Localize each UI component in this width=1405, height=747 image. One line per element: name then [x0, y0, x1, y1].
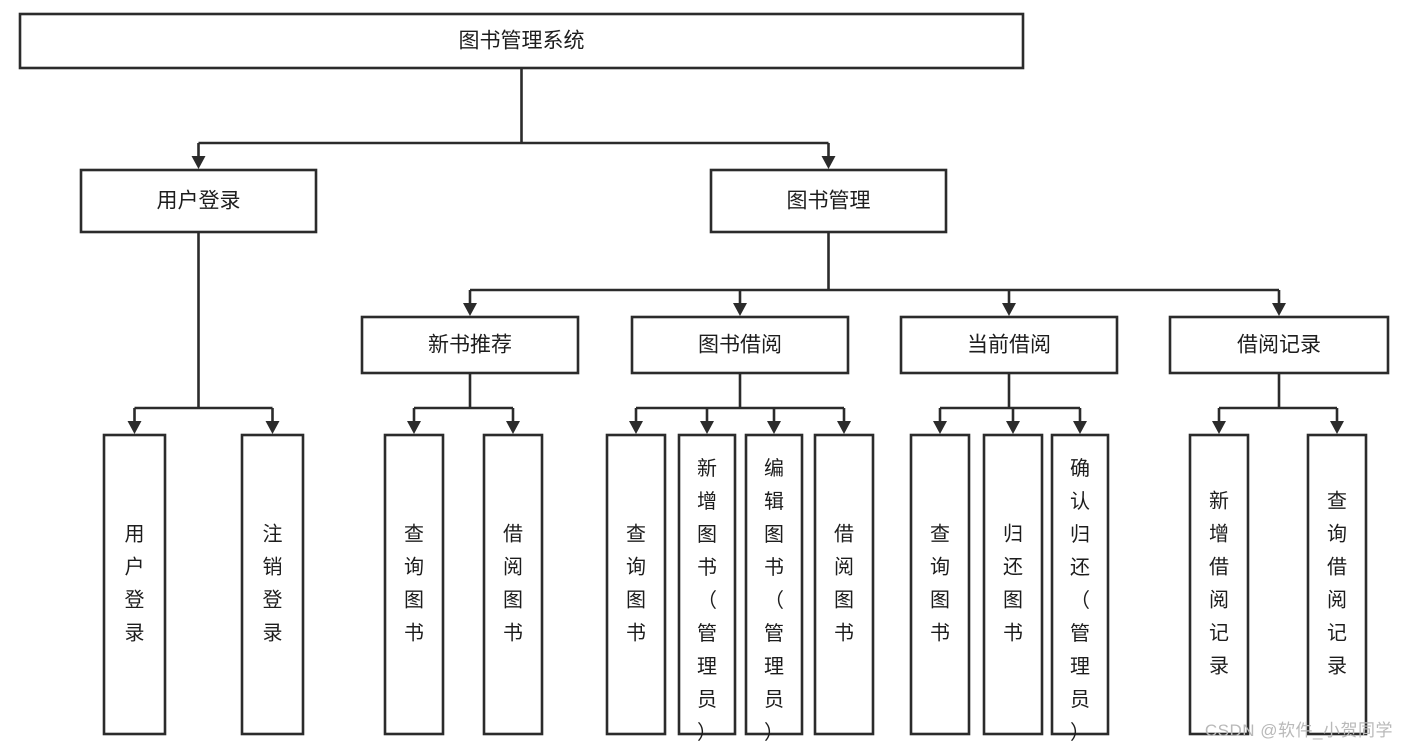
- node-label: 当前借阅: [967, 334, 1051, 357]
- node-box[interactable]: [605, 433, 667, 736]
- arrow-head-icon: [837, 421, 851, 434]
- node-box[interactable]: [630, 315, 850, 375]
- node-user_login[interactable]: 用户登录: [79, 168, 318, 234]
- node-l7[interactable]: 编辑图书（管理员）: [744, 433, 804, 744]
- node-l9[interactable]: 查询图书: [909, 433, 971, 736]
- node-label: 查询图书: [930, 523, 950, 645]
- node-label: 借阅记录: [1237, 334, 1321, 357]
- node-label: 确认归还（管理员）: [1070, 457, 1090, 744]
- node-layer: 图书管理系统用户登录图书管理新书推荐图书借阅当前借阅借阅记录用户登录注销登录查询…: [18, 12, 1390, 744]
- node-borrow[interactable]: 图书借阅: [630, 315, 850, 375]
- node-l11[interactable]: 确认归还（管理员）: [1050, 433, 1110, 744]
- node-box[interactable]: [899, 315, 1119, 375]
- arrow-head-icon: [767, 421, 781, 434]
- arrow-head-icon: [1330, 421, 1344, 434]
- node-label: 借阅图书: [834, 523, 854, 645]
- node-label: 新增借阅记录: [1209, 490, 1229, 678]
- node-box[interactable]: [813, 433, 875, 736]
- node-l12[interactable]: 新增借阅记录: [1188, 433, 1250, 736]
- arrow-head-icon: [733, 303, 747, 316]
- node-label: 用户登录: [157, 190, 241, 213]
- node-label: 图书借阅: [698, 334, 782, 357]
- arrow-head-icon: [629, 421, 643, 434]
- node-box[interactable]: [1188, 433, 1250, 736]
- node-l5[interactable]: 查询图书: [605, 433, 667, 736]
- connector-layer: [127, 68, 1344, 434]
- node-box[interactable]: [1050, 433, 1110, 736]
- arrow-head-icon: [1212, 421, 1226, 434]
- node-label: 新书推荐: [428, 334, 512, 357]
- node-label: 归还图书: [1003, 523, 1023, 645]
- node-box[interactable]: [102, 433, 167, 736]
- node-label: 图书管理系统: [459, 30, 585, 53]
- arrow-head-icon: [700, 421, 714, 434]
- node-records[interactable]: 借阅记录: [1168, 315, 1390, 375]
- arrow-head-icon: [506, 421, 520, 434]
- node-box[interactable]: [18, 12, 1025, 70]
- node-box[interactable]: [1306, 433, 1368, 736]
- node-l2[interactable]: 注销登录: [240, 433, 305, 736]
- arrow-head-icon: [1002, 303, 1016, 316]
- node-label: 查询图书: [404, 523, 424, 645]
- node-l13[interactable]: 查询借阅记录: [1306, 433, 1368, 736]
- arrow-head-icon: [265, 421, 280, 434]
- node-l3[interactable]: 查询图书: [383, 433, 445, 736]
- node-l6[interactable]: 新增图书（管理员）: [677, 433, 737, 744]
- node-l8[interactable]: 借阅图书: [813, 433, 875, 736]
- node-box[interactable]: [1168, 315, 1390, 375]
- node-label: 查询借阅记录: [1327, 490, 1347, 678]
- node-label: 图书管理: [787, 190, 871, 213]
- node-label: 查询图书: [626, 523, 646, 645]
- node-label: 新增图书（管理员）: [697, 457, 717, 744]
- arrow-head-icon: [463, 303, 477, 316]
- node-label: 用户登录: [125, 524, 145, 645]
- arrow-head-icon: [821, 156, 836, 169]
- node-box[interactable]: [360, 315, 580, 375]
- csdn-watermark: CSDN @软件_小贺同学: [1204, 721, 1393, 740]
- node-box[interactable]: [982, 433, 1044, 736]
- arrow-head-icon: [191, 156, 206, 169]
- node-box[interactable]: [744, 433, 804, 736]
- node-l10[interactable]: 归还图书: [982, 433, 1044, 736]
- node-l4[interactable]: 借阅图书: [482, 433, 544, 736]
- node-label: 编辑图书（管理员）: [764, 457, 784, 744]
- arrow-head-icon: [1006, 421, 1020, 434]
- arrow-head-icon: [1272, 303, 1286, 316]
- node-box[interactable]: [383, 433, 445, 736]
- node-new_rec[interactable]: 新书推荐: [360, 315, 580, 375]
- node-box[interactable]: [482, 433, 544, 736]
- node-label: 注销登录: [263, 523, 283, 645]
- node-box[interactable]: [709, 168, 948, 234]
- node-box[interactable]: [240, 433, 305, 736]
- node-l1[interactable]: 用户登录: [102, 433, 167, 736]
- arrow-head-icon: [407, 421, 421, 434]
- node-root[interactable]: 图书管理系统: [18, 12, 1025, 70]
- arrow-head-icon: [1073, 421, 1087, 434]
- node-box[interactable]: [677, 433, 737, 736]
- node-label: 借阅图书: [503, 523, 523, 645]
- node-current[interactable]: 当前借阅: [899, 315, 1119, 375]
- arrow-head-icon: [127, 421, 142, 434]
- node-box[interactable]: [79, 168, 318, 234]
- node-box[interactable]: [909, 433, 971, 736]
- arrow-head-icon: [933, 421, 947, 434]
- node-book_mgmt[interactable]: 图书管理: [709, 168, 948, 234]
